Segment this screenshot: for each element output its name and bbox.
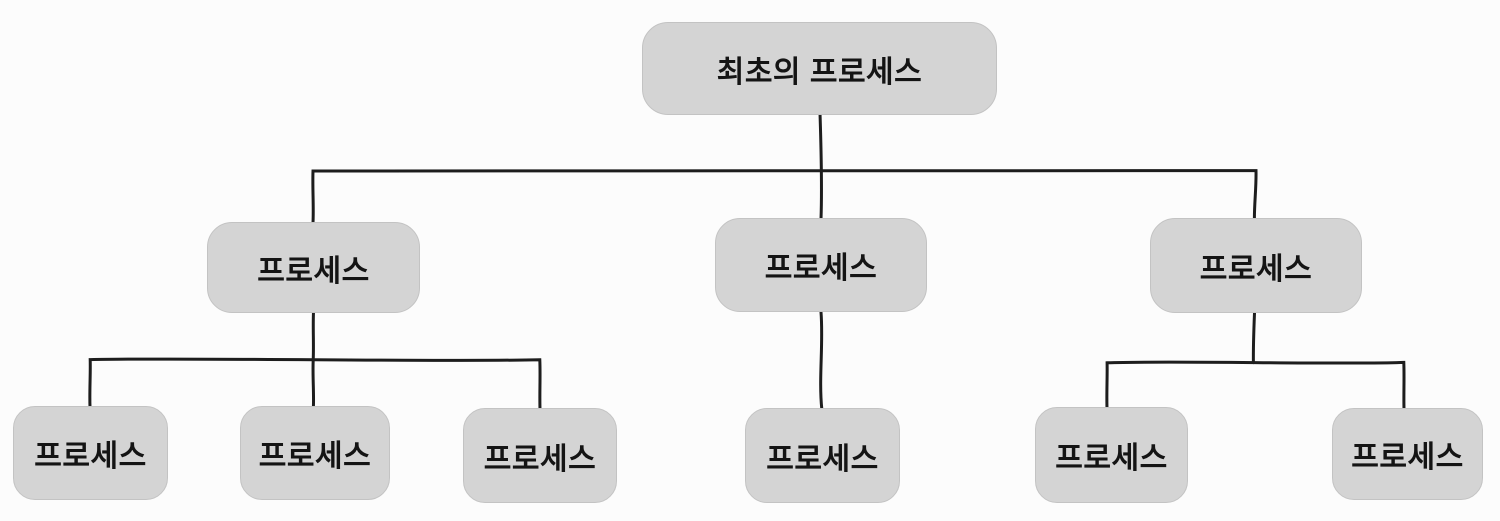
node-process-level2-1: 프로세스 — [207, 222, 420, 313]
node-process-level3-3: 프로세스 — [463, 408, 617, 503]
node-process-level3-6: 프로세스 — [1332, 408, 1483, 500]
node-initial-process: 최초의 프로세스 — [642, 22, 997, 115]
node-process-level2-1-label: 프로세스 — [257, 254, 370, 288]
node-process-level3-5: 프로세스 — [1035, 407, 1188, 503]
connector-p2-to-c4 — [819, 310, 824, 411]
node-process-level2-2-label: 프로세스 — [764, 252, 878, 285]
connector-p1-to-c2 — [311, 358, 316, 409]
node-process-level3-2: 프로세스 — [240, 406, 390, 500]
node-process-level2-2: 프로세스 — [715, 218, 927, 312]
connector-p1-bus-c1-c3 — [88, 357, 542, 411]
node-initial-process-label: 최초의 프로세스 — [716, 55, 923, 89]
node-process-level3-5-label: 프로세스 — [1055, 442, 1168, 475]
node-process-level3-3-label: 프로세스 — [483, 442, 597, 476]
node-process-level3-2-label: 프로세스 — [258, 440, 372, 473]
node-process-level3-4-label: 프로세스 — [766, 442, 879, 476]
node-process-level3-6-label: 프로세스 — [1351, 441, 1464, 474]
node-process-level3-4: 프로세스 — [745, 408, 900, 503]
node-process-level2-3-label: 프로세스 — [1199, 252, 1313, 286]
node-process-level3-1-label: 프로세스 — [34, 440, 147, 473]
connector-p3-down — [1251, 311, 1256, 365]
node-process-level3-1: 프로세스 — [13, 406, 168, 500]
connector-p3-bus-c5-c6 — [1105, 360, 1406, 411]
connector-root-bus-level2 — [311, 168, 1258, 225]
connector-root-to-p2 — [818, 111, 824, 221]
node-process-level2-3: 프로세스 — [1150, 218, 1362, 313]
